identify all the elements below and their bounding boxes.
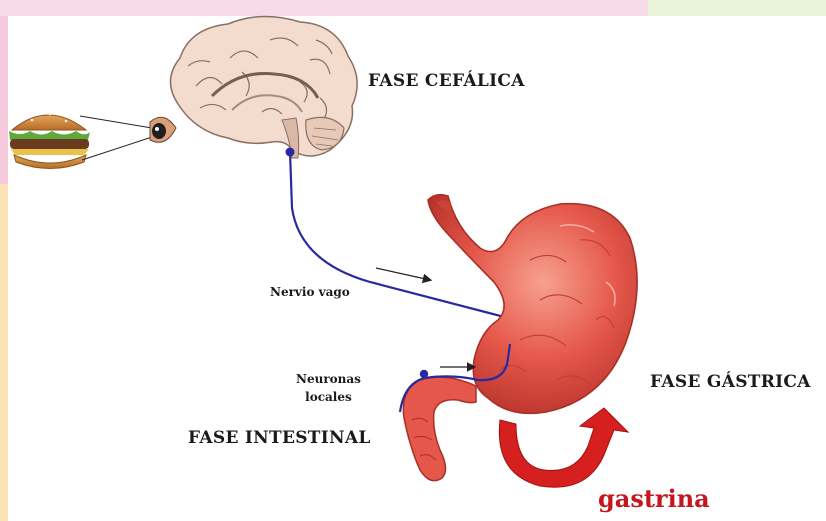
gastrina-arrow xyxy=(499,408,628,487)
vagus-direction-arrow xyxy=(376,268,430,280)
vagus-origin-dot xyxy=(286,148,295,157)
label-fase-cefalica: FASE CEFÁLICA xyxy=(368,71,525,91)
label-fase-gastrica: FASE GÁSTRICA xyxy=(650,372,811,392)
local-neurons-dot xyxy=(420,370,428,378)
label-fase-intestinal: FASE INTESTINAL xyxy=(188,428,371,448)
brain-icon xyxy=(170,16,357,158)
label-gastrina: gastrina xyxy=(598,484,710,513)
duodenum-icon xyxy=(403,377,476,481)
label-nervio-vago: Nervio vago xyxy=(270,285,350,299)
label-neuronas-line2: locales xyxy=(296,388,361,406)
label-neuronas-locales: Neuronas locales xyxy=(296,370,361,406)
label-neuronas-line1: Neuronas xyxy=(296,370,361,388)
vagus-nerve xyxy=(286,148,518,327)
sight-lines xyxy=(80,116,152,160)
eye-icon xyxy=(150,117,176,142)
hamburger-icon xyxy=(9,113,90,169)
